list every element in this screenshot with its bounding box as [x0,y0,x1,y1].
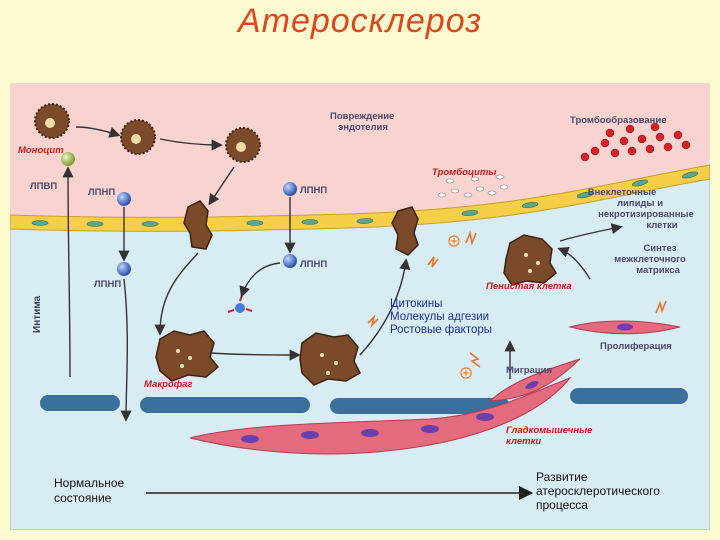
label-ldl-intima: ЛПНП [94,279,121,290]
monocyte-adhering [225,127,261,163]
label-platelets: Тромбоциты [432,167,496,178]
lipid-droplets [176,253,540,375]
label-growth: Ростовые факторы [390,324,492,336]
label-migration: Миграция [506,365,552,376]
label-extracellular-3: некротизированные [598,209,694,220]
migrating-smc-nucleus [525,380,539,390]
signal-zigzags [367,230,667,368]
label-synthesis-1: Синтез [643,243,676,254]
ldl-particle-lumen [117,192,131,206]
smc-nuclei [241,413,494,443]
process-arrows [62,126,623,422]
migrating-smc [488,358,581,402]
platelets [437,174,509,198]
macrophage-cell [155,330,220,382]
foam-cell [503,234,557,286]
activated-macrophage [299,332,361,386]
label-development-2: атеросклеротического [536,484,660,498]
label-ldl-lumen-2: ЛПНП [300,185,327,196]
page-title: Атеросклероз [237,2,483,40]
label-development-1: Развитие [536,470,588,484]
label-cytokines: Цитокины [390,298,443,310]
label-damage-2: эндотелия [338,122,388,133]
proliferating-smc-nucleus [617,323,633,331]
plus-icons [448,235,472,379]
label-proliferation: Пролиферация [600,341,672,352]
elastic-membrane-left [40,395,120,411]
ldl-particle-intima-2 [283,254,297,268]
label-monocyte: Моноцит [18,145,64,156]
label-ldl-intima-2: ЛПНП [300,259,327,270]
thrombus-cluster [580,122,691,162]
label-intima: Интима [32,295,43,333]
elastic-membrane-middle [140,397,310,413]
label-foam-cell: Пенистая клетка [486,281,572,292]
elastic-membrane-end [570,388,688,404]
label-smc-2: клетки [506,436,541,447]
label-adhesion: Молекулы адгезии [390,311,489,323]
label-extracellular-4: клетки [646,220,677,231]
label-normal-1: Нормальное [54,476,124,490]
monocyte-cell [34,103,70,139]
atherosclerosis-diagram: Моноцит ЛПВП ЛПНП ЛПНП ЛПНП ЛПНП Поврежд… [10,83,710,530]
endothelial-nuclei [31,171,699,227]
label-macrophage: Макрофаг [144,379,193,390]
ldl-particle-intima [117,262,131,276]
label-thrombus: Тромбообразование [570,115,667,126]
smooth-muscle-layer [189,376,572,455]
label-development-3: процесса [536,498,588,512]
vessel-lumen [10,83,710,218]
elastic-membrane-right [330,398,510,414]
label-hdl: ЛПВП [30,181,57,192]
label-synthesis-2: межклеточного [614,254,686,265]
label-normal-2: состояние [54,491,112,505]
ldl-particle-lumen-2 [283,182,297,196]
monocyte-rolling [120,119,156,155]
label-extracellular-1: Внеклеточные [588,187,657,198]
monocyte-entering [391,206,419,256]
label-damage-1: Повреждение [330,111,394,122]
label-ldl-lumen: ЛПНП [88,187,115,198]
monocyte-transmigrating [183,200,213,250]
label-synthesis-3: матрикса [636,265,681,276]
label-smc-1: Гладкомышечные [506,425,593,436]
label-extracellular-2: липиды и [617,198,663,209]
hdl-particle [61,152,75,166]
